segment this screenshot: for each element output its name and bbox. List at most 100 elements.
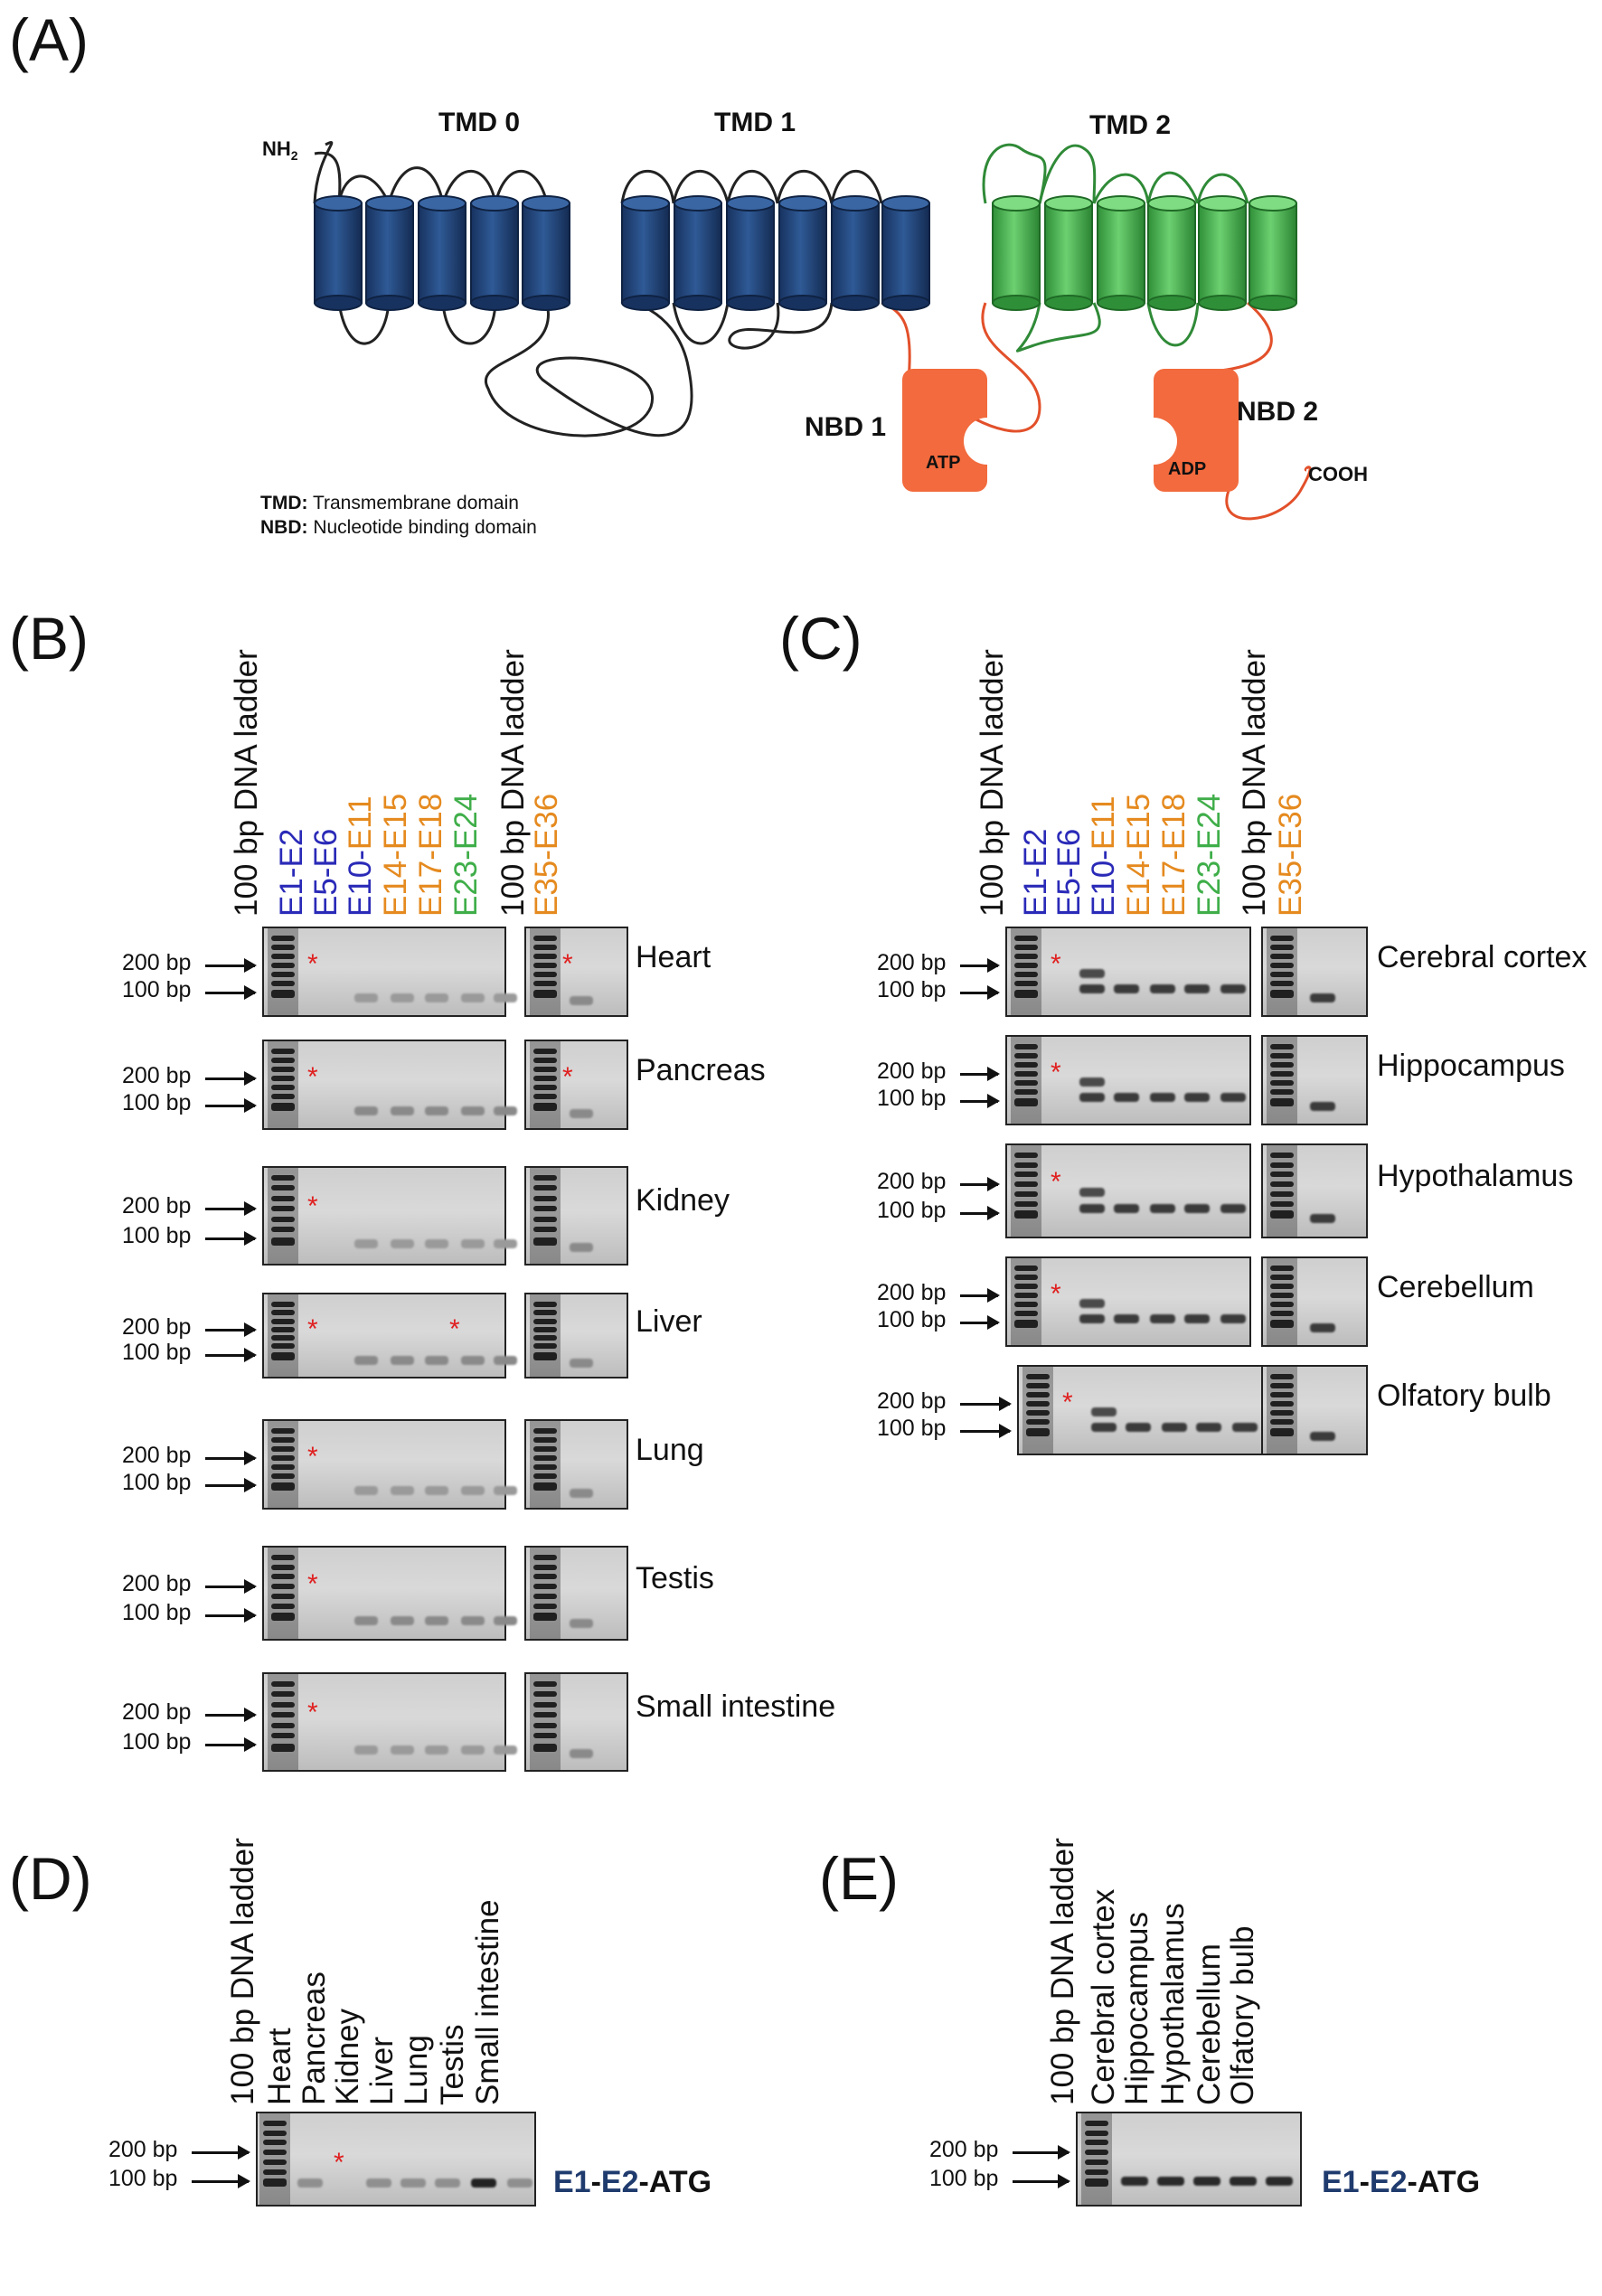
gel-band [297,2178,323,2188]
ladder-band [1014,1200,1038,1207]
atg-label-d: E1-E2-ATG [553,2165,711,2200]
ladder-band [271,1482,295,1491]
ladder-band [271,963,295,968]
tmd2-label: TMD 2 [1089,110,1171,140]
gel-band [1184,1204,1210,1214]
tissue-label: Cerebellum [1377,1270,1534,1304]
gel-image [524,1546,628,1641]
ladder-band [271,990,295,998]
gel-band [1079,1093,1105,1102]
ladder-band [533,1482,557,1491]
ladder-band [271,1473,295,1479]
ladder-lane [1011,928,1041,1015]
gel-image: * [262,1166,517,1266]
gel-band [494,1615,517,1625]
gel-band [1114,1204,1139,1214]
ladder-band [263,2159,287,2165]
gel-band [1310,1102,1335,1111]
asterisk: * [562,1062,573,1092]
tmd0-label: TMD 0 [438,108,520,137]
ladder-band [1085,2159,1108,2165]
ladder-band [1270,936,1294,941]
gel-image [524,1293,628,1379]
asterisk: * [1062,1388,1073,1417]
ladder-band [533,1455,557,1461]
ladder-band [1014,1153,1038,1158]
ladder-band [271,1195,295,1201]
ladder-band [533,1428,557,1434]
gel-band [570,1109,593,1118]
ladder-lane [1011,1037,1041,1124]
gel-band [1079,984,1105,993]
ladder-band [533,1464,557,1470]
ladder-band [533,990,557,998]
ladder-band [1085,2140,1108,2146]
asterisk: * [1051,1167,1061,1198]
ladder-band [271,1455,295,1461]
lane-label: 100 bp DNA ladder [1045,1838,1080,2105]
ladder-band [1270,1284,1294,1289]
gel-band [425,993,448,1002]
ladder-band [271,1335,295,1341]
ladder-band [1270,981,1294,986]
gel-image: * [1017,1365,1263,1455]
bp-100-label: 100 bp [122,1470,192,1495]
arrow-200 [1013,2145,1070,2160]
ladder-band [1014,1172,1038,1178]
ladder-band [271,1302,295,1307]
gel-image: * [1005,1035,1251,1125]
atg-e1: E1 [1322,2165,1360,2199]
bp-100-label: 100 bp [122,977,192,1002]
lane-label: E23-E24 [1192,794,1227,917]
ladder-band [1270,1080,1294,1086]
ladder-band [1270,1410,1294,1416]
gel-band [570,996,593,1005]
ladder-band [1270,1200,1294,1207]
ladder-band [1014,1284,1038,1289]
ladder-band [271,1237,295,1246]
ladder-band [271,1103,295,1111]
ladder-band [533,1175,557,1181]
ladder-band [271,1574,295,1580]
arrow-200 [192,2145,250,2160]
ladder-band [271,1067,295,1072]
ladder-band [1014,1080,1038,1086]
gel-band [570,1618,593,1628]
lane-label: E17-E18 [1156,794,1192,917]
ladder-band [271,1691,295,1698]
gel-image [1261,1256,1368,1347]
ladder-band [1014,954,1038,959]
gel-image [1261,1143,1368,1238]
gel-band [1220,1093,1246,1102]
lane-label: E14-E15 [1121,794,1156,917]
ladder-band [533,1094,557,1099]
ladder-band [533,1351,557,1360]
ladder-band [1085,2150,1108,2156]
ladder-lane [530,1421,561,1508]
gel-image [1076,2112,1302,2207]
ladder-band [1270,1044,1294,1049]
ladder-band [533,1302,557,1307]
arrow-100 [960,985,1000,1000]
ladder-band [271,1712,295,1718]
ladder-band [1026,1374,1050,1379]
ladder-band [1014,1053,1038,1059]
lane-label: Heart [262,2028,297,2105]
ladder-band [1085,2178,1108,2188]
gel-image [1261,927,1368,1017]
ladder-lane [530,1548,561,1639]
asterisk: * [334,2148,344,2178]
ladder-band [271,945,295,950]
gel-band [1193,2177,1220,2186]
ladder-lane [1267,1258,1297,1345]
panel-letter-e: (E) [819,1845,899,1912]
gel-band [1310,1213,1335,1223]
gel-band [494,1239,517,1249]
bp-200-label: 200 bp [122,1443,192,1468]
gel-band [570,1359,593,1369]
gel-band [494,1486,517,1495]
gel-band [494,1356,517,1366]
gel-band [435,2178,460,2188]
ladder-band [1085,2130,1108,2136]
tissue-label: Small intestine [636,1689,836,1724]
